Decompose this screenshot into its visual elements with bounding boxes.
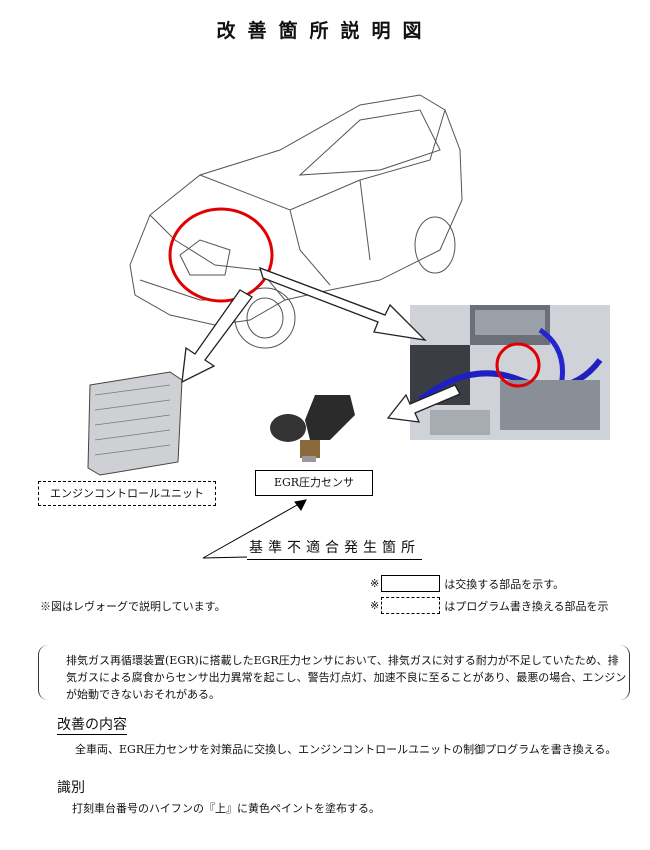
- description-text: 排気ガス再循環装置(EGR)に搭載したEGR圧力センサにおいて、排気ガスに対する…: [66, 654, 627, 701]
- egr-sensor-label: EGR圧力センサ: [255, 470, 373, 496]
- occurrence-label: 基準不適合発生箇所: [247, 537, 422, 560]
- page-title: 改善箇所説明図: [216, 20, 434, 42]
- improvement-body: 全車両、EGR圧力センサを対策品に交換し、エンジンコントロールユニットの制御プロ…: [75, 743, 617, 756]
- dashed-box-swatch: [381, 597, 441, 614]
- engine-photo: [410, 305, 610, 440]
- description-box: 排気ガス再循環装置(EGR)に搭載したEGR圧力センサにおいて、排気ガスに対する…: [38, 645, 630, 701]
- highlight-circle-hood: [168, 207, 274, 303]
- arrow-to-ecu: [181, 289, 253, 384]
- ecu-label: エンジンコントロールユニット: [38, 481, 216, 506]
- legend-reprogram: ※ はプログラム書き換える部品を示: [370, 597, 609, 614]
- egr-sensor-illustration: [270, 395, 355, 462]
- highlight-circle-sensor: [495, 342, 541, 388]
- arrow-to-engine: [259, 266, 427, 341]
- callout-line: [202, 499, 307, 559]
- identification-body: 打刻車台番号のハイフンの『上』に黄色ペイントを塗布する。: [72, 802, 380, 815]
- arrow-to-sensor: [386, 384, 461, 423]
- legend-replace-text: は交換する部品を示す。: [444, 577, 565, 591]
- legend-reprogram-text: はプログラム書き換える部品を示: [444, 599, 609, 613]
- legend-replace: ※ は交換する部品を示す。: [370, 575, 564, 592]
- improvement-heading: 改善の内容: [57, 714, 127, 735]
- model-note: ※図はレヴォーグで説明しています。: [40, 600, 226, 613]
- legend-mark: ※: [370, 577, 380, 590]
- identification-heading: 識別: [57, 780, 85, 796]
- legend-mark: ※: [370, 599, 380, 612]
- solid-box-swatch: [381, 575, 441, 592]
- ecu-illustration: [87, 371, 183, 476]
- pointer-arrows: [181, 266, 461, 423]
